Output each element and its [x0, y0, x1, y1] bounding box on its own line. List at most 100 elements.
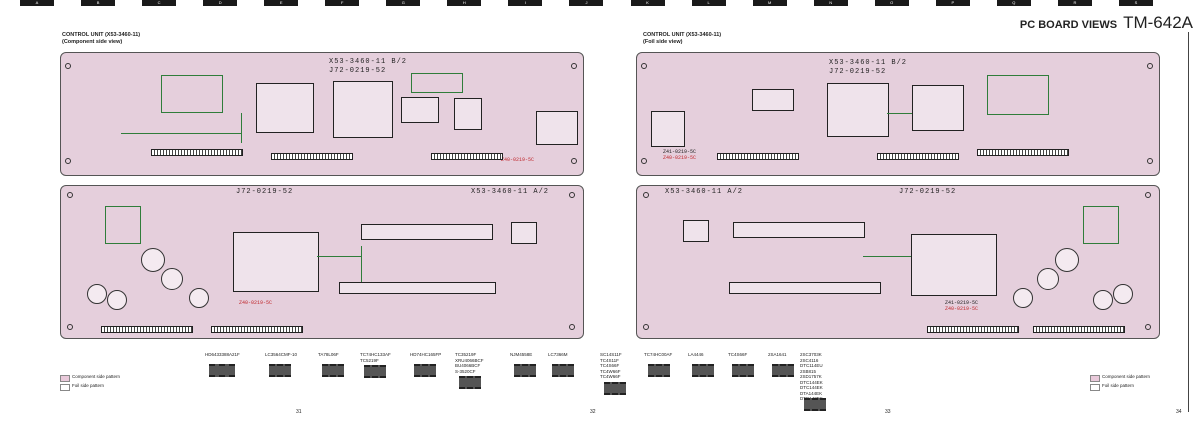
ruler-letter: O	[890, 0, 894, 5]
right-board-b: X53-3460-11 B/2 J72-0219-52 Z41-0219-5C …	[636, 52, 1160, 176]
right-view-title-text: CONTROL UNIT (X53-3460-11)	[643, 32, 722, 38]
electrolytic-capacitor	[1037, 268, 1059, 290]
ic-package-outline	[772, 364, 794, 377]
package-part-number: S-3520CF	[455, 368, 476, 374]
electrolytic-capacitor	[1113, 284, 1133, 304]
left-a-part-number: X53-3460-11 A/2	[471, 188, 550, 196]
legend-swatch	[60, 375, 70, 382]
ic-chip	[729, 282, 881, 294]
connector	[211, 326, 303, 333]
electrolytic-capacitor	[1093, 290, 1113, 310]
ruler-segment	[264, 0, 299, 6]
ruler-segment	[447, 0, 482, 6]
cpu-chip	[911, 234, 997, 296]
right-board-a: X53-3460-11 A/2 J72-0219-52 Z41-0219-5C …	[636, 185, 1160, 339]
left-b-red-label: Z40-0219-5C	[501, 157, 535, 163]
ic-chip	[511, 222, 537, 244]
electrolytic-capacitor	[141, 248, 165, 272]
ruler-letter: G	[401, 0, 405, 5]
connector	[977, 149, 1069, 156]
ic-package-outline	[209, 364, 235, 377]
ruler-letter: Q	[1012, 0, 1016, 5]
mounting-hole	[569, 324, 575, 330]
package-part-number: 2SC3703K	[800, 352, 822, 357]
left-view-title-text: CONTROL UNIT (X53-3460-11)	[62, 32, 141, 38]
left-board-b: X53-3460-11 B/2 J72-0219-52 Z40-0219-5C	[60, 52, 584, 176]
package-part-number: 2SC4116	[800, 357, 819, 363]
mounting-hole	[67, 324, 73, 330]
package-part-number: DTA144EK	[800, 390, 823, 396]
package-part-number: 2SB815	[800, 368, 817, 374]
mounting-hole	[1147, 158, 1153, 164]
ruler-letter: L	[707, 0, 710, 5]
mounting-hole	[65, 63, 71, 69]
foil-trace-outline	[161, 75, 223, 113]
package-part-number: NJM4558E	[510, 352, 533, 357]
package-part-number: 2SD1757K	[800, 374, 822, 379]
package-part-number: HD6433388A21F	[205, 352, 240, 357]
right-b-board-label: J72-0219-52	[829, 68, 887, 76]
package-part-number: TC4S66F	[600, 363, 620, 368]
mounting-hole	[67, 192, 73, 198]
mounting-hole	[1145, 192, 1151, 198]
connector	[1033, 326, 1125, 333]
package-part-number: TC4W66F	[600, 368, 621, 374]
ruler-segment	[508, 0, 543, 6]
mounting-hole	[641, 63, 647, 69]
ruler-segment	[1118, 0, 1153, 6]
connector	[101, 326, 193, 333]
ruler-letter: H	[462, 0, 466, 5]
ic-chip	[752, 89, 794, 111]
package-part-number: TC74HC133AF	[360, 352, 391, 357]
ruler-letter: B	[96, 0, 100, 5]
page-number: 31	[296, 409, 302, 415]
ic-chip	[333, 81, 393, 138]
ruler-letter: R	[1073, 0, 1077, 5]
ic-package-outline	[322, 364, 344, 377]
ruler-letter: J	[585, 0, 588, 5]
package-part-number: DTC144EK	[800, 385, 823, 390]
ic-package-outline	[692, 364, 714, 377]
page-number: 33	[885, 409, 891, 415]
connector	[431, 153, 503, 160]
foil-trace-outline	[105, 206, 141, 244]
electrolytic-capacitor	[1013, 288, 1033, 308]
ruler-segment	[1057, 0, 1092, 6]
mounting-hole	[569, 192, 575, 198]
ic-chip	[256, 83, 314, 133]
ruler-letter: M	[767, 0, 772, 5]
ruler-letter: S	[1134, 0, 1138, 5]
trace	[317, 256, 361, 257]
ruler-segment	[203, 0, 238, 6]
left-b-board-label: J72-0219-52	[329, 67, 387, 75]
ruler-segment	[81, 0, 116, 6]
right-a-label-z40: Z40-0219-5C	[945, 306, 979, 312]
ic-chip	[361, 224, 493, 240]
ruler-letter: E	[279, 0, 283, 5]
left-view-subtitle: (Component side view)	[62, 39, 123, 45]
ic-package-outline	[459, 376, 481, 389]
package-part-number: LC3564CMF-10	[265, 352, 298, 357]
trace	[887, 113, 912, 114]
ruler-letter: D	[218, 0, 222, 5]
connector	[271, 153, 353, 160]
ic-package-outline	[732, 364, 754, 377]
trace	[361, 246, 362, 282]
ruler-letter: K	[646, 0, 649, 5]
ruler-segment	[691, 0, 726, 6]
model-number: TM-642A	[1123, 13, 1193, 32]
ruler-segment	[935, 0, 970, 6]
page-number: 32	[590, 409, 596, 415]
connector	[717, 153, 799, 160]
ruler-letter: C	[157, 0, 161, 5]
mounting-hole	[65, 158, 71, 164]
legend-swatch	[60, 384, 70, 391]
package-part-number: LA4446	[688, 352, 704, 357]
electrolytic-capacitor	[1055, 248, 1079, 272]
right-view-subtitle: (Foil side view)	[643, 39, 683, 45]
page-fold-line	[1188, 32, 1189, 412]
foil-trace-outline	[987, 75, 1049, 115]
ic-chip	[536, 111, 578, 145]
ruler-segment	[325, 0, 360, 6]
